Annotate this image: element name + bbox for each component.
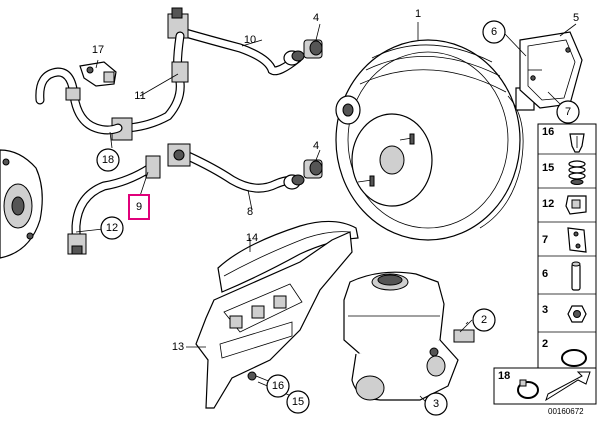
side-item-16[interactable]: 16: [542, 126, 585, 153]
callout-12[interactable]: 12: [100, 216, 124, 240]
svg-text:12: 12: [542, 198, 554, 210]
pin-icon: [571, 261, 581, 291]
hex-nut-icon: [567, 305, 587, 323]
callout-15[interactable]: 15: [286, 390, 310, 414]
spring-nut-icon: [568, 160, 586, 185]
svg-text:18: 18: [102, 154, 114, 166]
svg-text:11: 11: [134, 90, 145, 102]
callout-14[interactable]: 14: [246, 232, 258, 244]
svg-text:4: 4: [313, 12, 319, 24]
callout-8[interactable]: 8: [247, 206, 253, 218]
svg-text:6: 6: [542, 268, 548, 280]
callout-7[interactable]: 7: [556, 100, 580, 124]
hose-11-drawing: [111, 31, 189, 141]
svg-text:14: 14: [246, 232, 258, 244]
vacuum-line-10-drawing: [167, 7, 323, 76]
side-item-7[interactable]: 7: [542, 227, 587, 253]
svg-text:4: 4: [313, 140, 319, 152]
hose-18-drawing: [35, 67, 123, 135]
svg-text:6: 6: [491, 26, 497, 38]
side-item-6[interactable]: 6: [542, 261, 581, 291]
side-item-15[interactable]: 15: [542, 160, 586, 185]
o-ring-icon: [561, 349, 587, 367]
callout-4-lower[interactable]: 4: [313, 140, 319, 152]
callout-13[interactable]: 13: [172, 341, 184, 353]
svg-text:18: 18: [498, 370, 510, 382]
svg-text:10: 10: [244, 34, 256, 46]
side-item-2[interactable]: 2: [542, 338, 587, 367]
bracket-13-drawing: [195, 231, 353, 409]
svg-text:7: 7: [565, 106, 571, 118]
svg-text:15: 15: [292, 396, 304, 408]
bottom-part-panel[interactable]: 18: [493, 367, 597, 405]
hose-clamp-icon: [517, 379, 539, 399]
bracket-17-drawing: [79, 61, 117, 87]
hose-9-drawing: [67, 155, 161, 255]
side-parts-panel: 16 15 12 7: [537, 123, 597, 373]
gasket-plate-drawing: [519, 31, 583, 109]
svg-text:3: 3: [433, 398, 439, 410]
svg-text:2: 2: [481, 314, 487, 326]
callout-17[interactable]: 17: [92, 44, 104, 56]
svg-text:3: 3: [542, 304, 548, 316]
svg-text:16: 16: [272, 380, 284, 392]
bracket-clip-icon: [565, 195, 587, 215]
svg-text:15: 15: [542, 162, 554, 174]
callout-4-upper[interactable]: 4: [313, 12, 319, 24]
svg-text:13: 13: [172, 341, 184, 353]
svg-text:17: 17: [92, 44, 104, 56]
callout-1[interactable]: 1: [415, 8, 421, 20]
vacuum-line-8-drawing: [167, 143, 323, 193]
side-item-3[interactable]: 3: [542, 304, 587, 323]
svg-text:7: 7: [542, 234, 548, 246]
master-cylinder-drawing: [343, 271, 475, 401]
retainer-plate-icon: [567, 227, 587, 253]
callout-18[interactable]: 18: [96, 148, 120, 172]
svg-text:9: 9: [136, 201, 142, 213]
callout-3[interactable]: 3: [424, 392, 448, 416]
vacuum-pump-drawing: [0, 149, 43, 259]
svg-text:16: 16: [542, 126, 554, 138]
svg-text:5: 5: [573, 12, 579, 24]
arrow-icon: [545, 371, 591, 402]
callout-5[interactable]: 5: [573, 12, 579, 24]
callout-2[interactable]: 2: [472, 308, 496, 332]
callout-16[interactable]: 16: [266, 374, 290, 398]
svg-text:2: 2: [542, 338, 548, 350]
callout-10[interactable]: 10: [244, 34, 256, 46]
reference-code: 00160672: [548, 407, 584, 416]
svg-text:12: 12: [106, 222, 118, 234]
callout-11[interactable]: 11: [134, 90, 145, 102]
callout-9-highlighted[interactable]: 9: [128, 194, 150, 220]
callout-6[interactable]: 6: [482, 20, 506, 44]
svg-text:8: 8: [247, 206, 253, 218]
svg-text:1: 1: [415, 8, 421, 20]
brake-booster-drawing: [335, 39, 545, 241]
clip-icon: [569, 133, 585, 153]
svg-text:00160672: 00160672: [548, 407, 584, 416]
side-item-12[interactable]: 12: [542, 195, 587, 215]
